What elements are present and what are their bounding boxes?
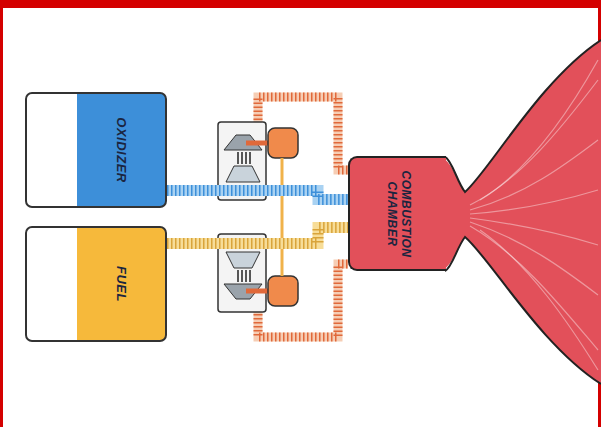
exhaust-streak bbox=[480, 230, 598, 370]
propellant-pipe bbox=[167, 228, 348, 244]
text-area: COMBUSTION CHAMBER bbox=[350, 158, 446, 269]
frame-left bbox=[0, 0, 3, 427]
exhaust-streak bbox=[480, 60, 598, 200]
exhaust-streak bbox=[470, 80, 598, 205]
propellant-tank: FUEL bbox=[25, 226, 167, 342]
exhaust-streak bbox=[470, 226, 598, 350]
node-label: FUEL bbox=[114, 266, 129, 302]
exhaust-streak bbox=[470, 140, 598, 210]
combustion-chamber: COMBUSTION CHAMBER bbox=[348, 156, 446, 271]
text-area: OXIDIZER bbox=[77, 94, 165, 206]
nozzle-fill bbox=[440, 40, 601, 384]
lower-turbopump bbox=[218, 217, 348, 337]
node-label: OXIDIZER bbox=[114, 117, 129, 182]
pipe-hatch bbox=[167, 191, 348, 200]
exhaust-streaks bbox=[470, 60, 598, 370]
exhaust-streak bbox=[470, 222, 598, 295]
pipe-hatch bbox=[167, 228, 348, 244]
nozzle-outline bbox=[445, 40, 601, 384]
propellant-line bbox=[167, 191, 348, 200]
propellant-tank: OXIDIZER bbox=[25, 92, 167, 208]
node-label: COMBUSTION CHAMBER bbox=[384, 166, 412, 262]
text-area: FUEL bbox=[77, 228, 165, 340]
propellant-line bbox=[167, 228, 348, 244]
exhaust-streak bbox=[470, 218, 598, 245]
frame-top bbox=[0, 0, 601, 8]
propellant-pipe bbox=[167, 191, 348, 200]
